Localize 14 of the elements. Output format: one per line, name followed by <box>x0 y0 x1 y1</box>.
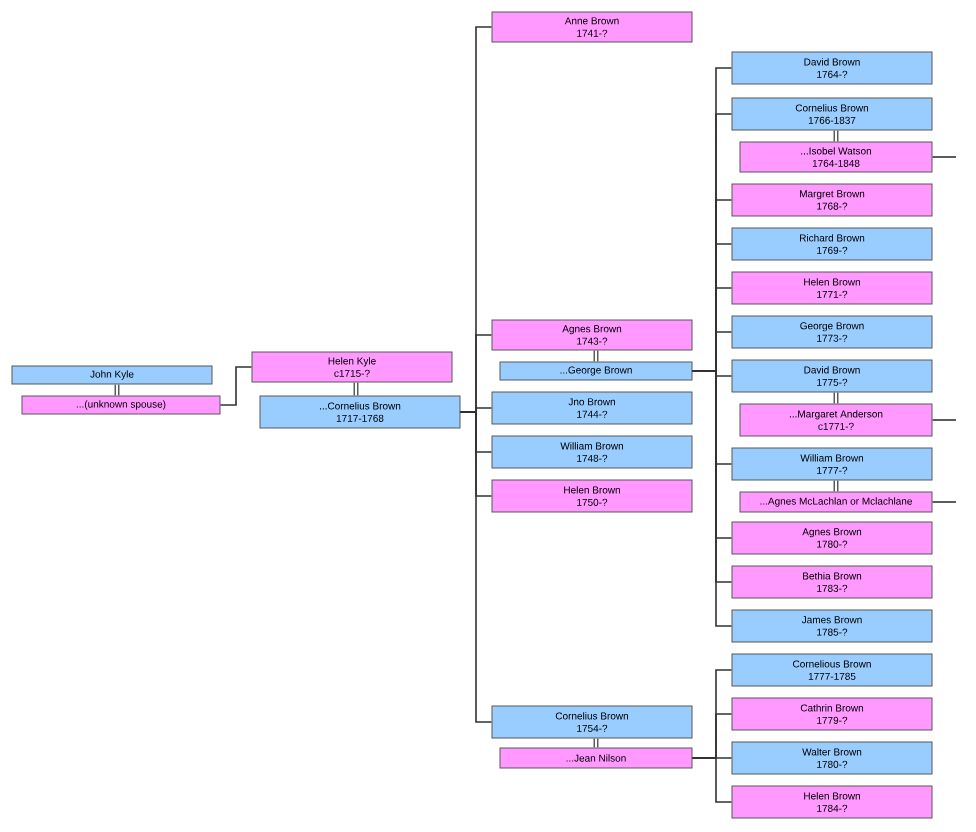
descent-line <box>691 370 733 627</box>
descent-line <box>691 757 733 803</box>
connector-line <box>931 501 957 503</box>
connector-line <box>931 419 957 421</box>
connector-line <box>931 156 957 158</box>
marriage-line <box>833 480 839 492</box>
marriage-line <box>593 350 599 362</box>
marriage-line <box>593 738 599 748</box>
marriage-line <box>353 382 359 396</box>
descent-line <box>459 411 493 723</box>
marriage-line <box>833 392 839 404</box>
marriage-line <box>833 130 839 142</box>
marriage-line <box>114 384 120 396</box>
descent-line <box>219 366 253 406</box>
